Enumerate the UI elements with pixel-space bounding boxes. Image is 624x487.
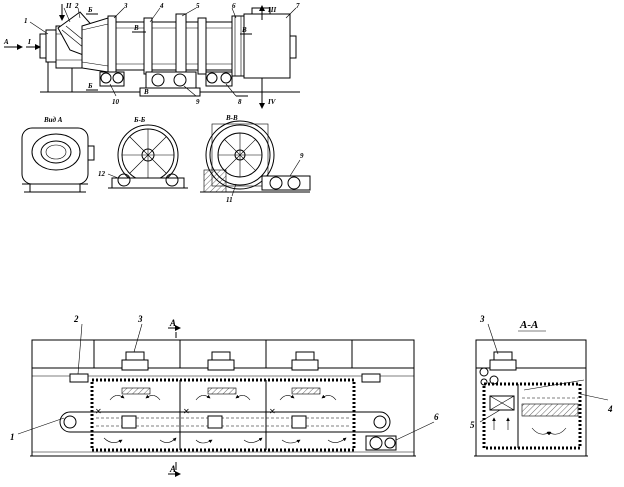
section-a-a-callout-4: 4 [607, 404, 613, 414]
flow-label-a: A [3, 38, 9, 46]
section-mark-b-top: Б [87, 6, 93, 14]
svg-text:✕: ✕ [269, 407, 276, 416]
view-a-title: Вид А [43, 116, 63, 124]
bottom-callout-3: 3 [137, 314, 143, 324]
section-mark-v-1: В [133, 24, 139, 32]
view-a-drawing [21, 127, 95, 193]
section-b-b-title: Б-Б [133, 116, 146, 124]
flow-label-iii: III [267, 6, 276, 14]
callout-6: 6 [232, 2, 236, 10]
callout-9: 9 [196, 98, 200, 106]
view-callout-9: 9 [300, 152, 304, 160]
bottom-callout-1: 1 [10, 432, 15, 442]
section-v-v-title: В-В [225, 114, 238, 122]
view-callout-11: 11 [226, 196, 233, 204]
flow-label-i: I [27, 38, 31, 46]
callout-2: 2 [74, 2, 79, 10]
section-b-b-drawing [107, 124, 188, 189]
section-mark-v-3: В [143, 88, 149, 96]
section-a-a-drawing [474, 323, 609, 457]
drum-dryer-side-view [4, 4, 300, 109]
section-mark-v-2: В [241, 26, 247, 34]
flow-label-iv: IV [267, 98, 277, 106]
callout-4: 4 [159, 2, 164, 10]
callout-5: 5 [196, 2, 200, 10]
section-a-a-callout-5: 5 [470, 420, 475, 430]
section-mark-a-bottom: А [169, 464, 176, 474]
callout-10: 10 [112, 98, 120, 106]
view-callout-12: 12 [98, 170, 106, 178]
callout-7: 7 [296, 2, 300, 10]
callout-8: 8 [238, 98, 242, 106]
svg-text:✕: ✕ [183, 407, 190, 416]
section-mark-b-bottom: Б [87, 82, 93, 90]
svg-text:✕: ✕ [95, 407, 102, 416]
section-a-a-callout-3: 3 [479, 314, 485, 324]
flow-label-ii: II [65, 2, 72, 10]
section-a-a-title: А-А [519, 319, 538, 331]
section-mark-a-top: А [169, 318, 176, 328]
belt-dryer-front-view: ✕ ✕ ✕ [17, 323, 435, 477]
section-v-v-drawing [200, 120, 311, 197]
callout-3: 3 [123, 2, 128, 10]
callout-1: 1 [24, 17, 28, 25]
bottom-callout-2: 2 [73, 314, 79, 324]
bottom-callout-6: 6 [434, 412, 439, 422]
